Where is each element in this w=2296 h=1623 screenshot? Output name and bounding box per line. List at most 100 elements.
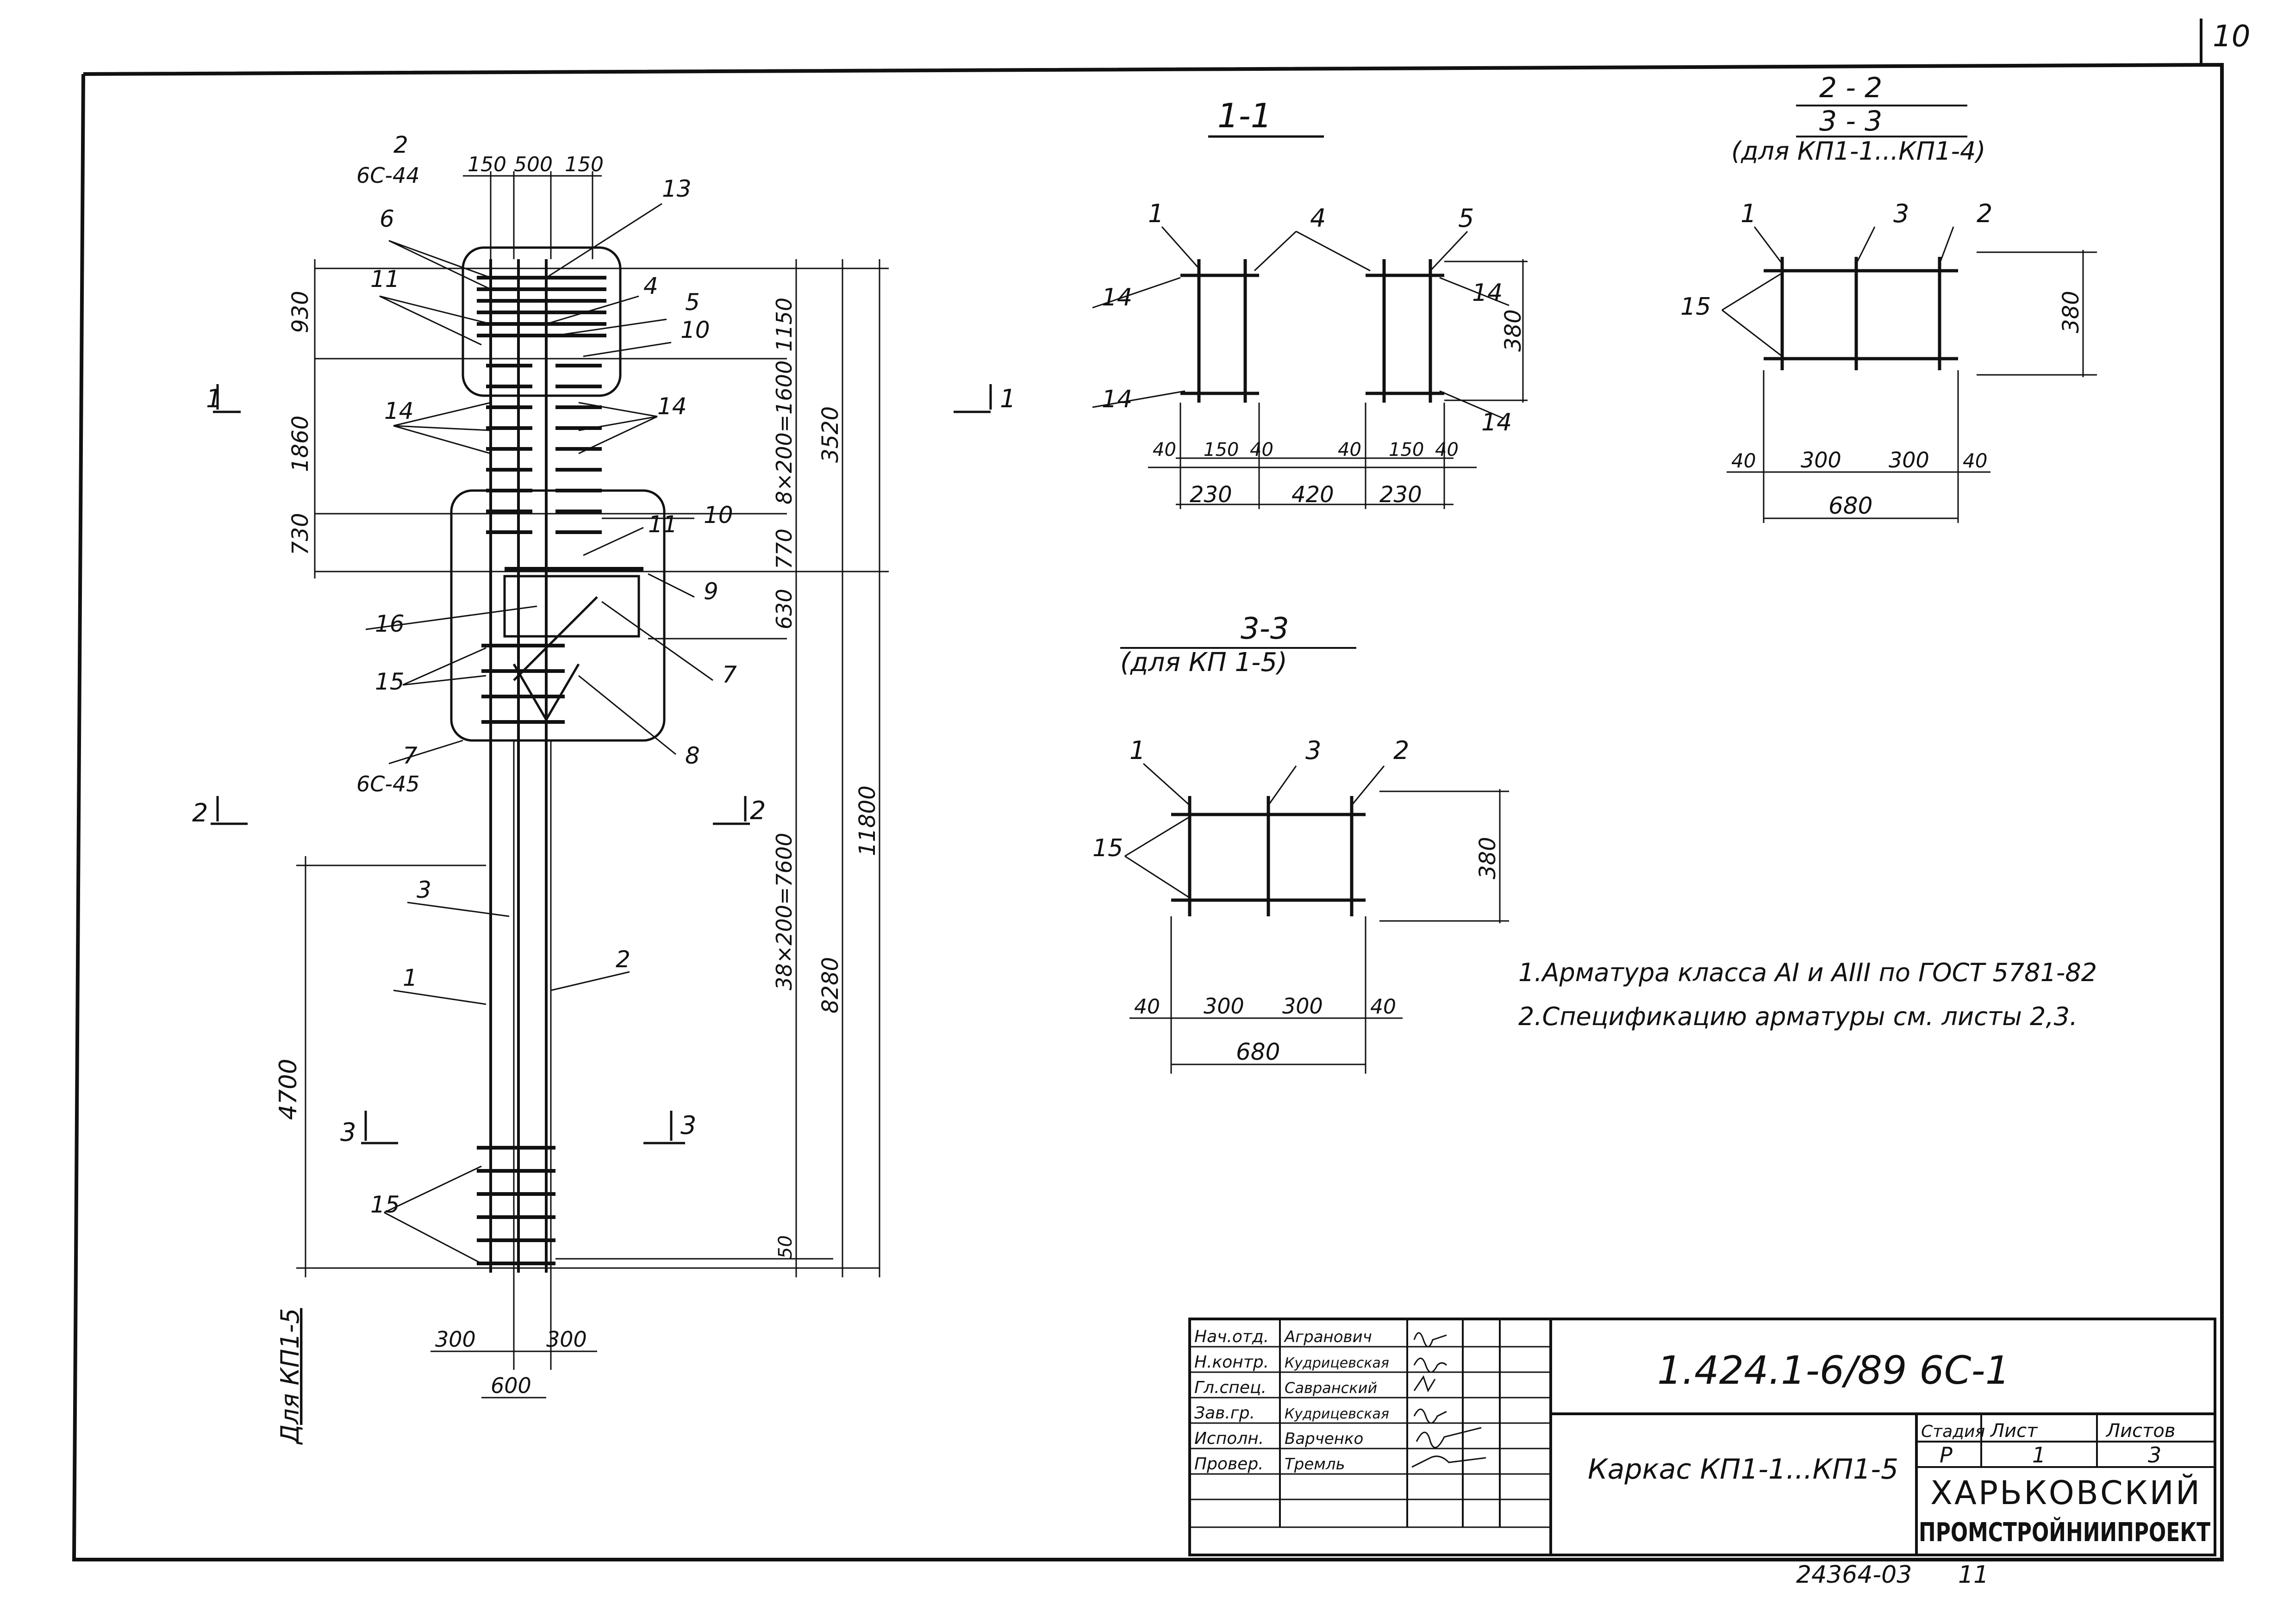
section-title: 2 - 2 <box>1819 72 1882 104</box>
cut-label: 1 <box>1000 384 1016 413</box>
pos-mark: 14 <box>384 398 414 424</box>
stirrups-bottom <box>477 1146 555 1265</box>
section-1-1-bars <box>1180 259 1444 403</box>
sheet-ref-6c44: 6С-44 <box>356 163 420 188</box>
right-dim: 3520 <box>817 406 843 463</box>
pos-mark: 1 <box>1129 736 1145 765</box>
sheet-number: 10 <box>2213 19 2250 54</box>
left-dim-4700: 4700 <box>275 1059 302 1120</box>
note-2: 2.Спецификацию арматуры см. листы 2,3. <box>1518 1002 2078 1031</box>
dim: 300 <box>1204 994 1244 1019</box>
role: Провер. <box>1194 1455 1264 1474</box>
cut-label: 2 <box>750 796 766 825</box>
stirrups-upper <box>486 364 602 534</box>
section-3-3-bars <box>1171 796 1366 916</box>
cut-label: 3 <box>680 1111 696 1140</box>
pos-mark: 2 <box>1393 736 1409 765</box>
title-block: Нач.отд. Н.контр. Гл.спец. Зав.гр. Испол… <box>1188 1318 2216 1556</box>
dim: 40 <box>1134 995 1160 1019</box>
mid-cage-outline <box>450 489 666 742</box>
elevation-view: 150 500 150 2 6С-44 930 1860 730 4700 11… <box>192 131 1016 1445</box>
stage-label: Стадия <box>1921 1422 1985 1441</box>
pos-mark: 2 <box>1977 199 1992 228</box>
bottom-dim: 600 <box>491 1373 531 1398</box>
dim: 230 <box>1379 482 1422 508</box>
pos-mark: 16 <box>375 610 405 637</box>
dim: 40 <box>1250 439 1273 460</box>
pos-mark: 4 <box>643 273 658 299</box>
right-dim: 1150 <box>772 298 797 352</box>
pos-mark: 15 <box>375 668 405 695</box>
section-3-3-dims <box>1124 763 1509 1074</box>
copy-number: 11 <box>1958 1561 1989 1589</box>
left-dim: 930 <box>287 291 313 333</box>
stirrups-mid <box>481 644 565 724</box>
dim: 300 <box>1889 448 1929 473</box>
pos-mark: 9 <box>704 578 718 605</box>
top-dim: 150 <box>565 153 604 176</box>
section-3-3: 3-3 (для КП 1-5) 1 3 2 15 380 40 300 300… <box>1092 612 1509 1074</box>
left-dim: 1860 <box>287 416 313 472</box>
right-dim: 630 <box>772 589 797 629</box>
dim: 680 <box>1236 1038 1280 1065</box>
top-dim: 500 <box>514 153 553 176</box>
dim: 40 <box>1153 439 1176 460</box>
dim: 420 <box>1292 482 1334 508</box>
name: Кудрицевская <box>1285 1406 1389 1422</box>
name: Савранский <box>1285 1379 1377 1397</box>
dim: 40 <box>1435 439 1459 460</box>
name: Агранович <box>1284 1328 1372 1346</box>
dim: 40 <box>1338 439 1361 460</box>
right-dim: 50 <box>775 1235 796 1259</box>
bottom-dim: 300 <box>435 1327 476 1352</box>
right-dim: 8280 <box>817 957 843 1014</box>
left-dim: 730 <box>287 513 313 555</box>
section-2-2: 2 - 2 3 - 3 (для КП1-1...КП1-4) 1 3 2 15… <box>1680 72 2097 523</box>
right-dim: 8×200=1600 <box>772 361 797 504</box>
section-title: 3-3 <box>1241 612 1289 646</box>
org-name-line2: ПРОМСТРОЙНИИПРОЕКТ <box>1919 1517 2210 1548</box>
dim: 300 <box>1801 448 1841 473</box>
sheet-ref-6c45: 6С-45 <box>356 771 420 796</box>
pos-mark: 1 <box>403 964 418 991</box>
document-code: 1.424.1-6/89 6С-1 <box>1657 1348 2010 1393</box>
pos-mark: 4 <box>1310 204 1326 233</box>
pos-7-label: 7 <box>403 742 418 769</box>
note-1: 1.Арматура класса АI и АIII по ГОСТ 5781… <box>1518 958 2097 987</box>
dim: 150 <box>1204 439 1239 460</box>
dim: 40 <box>1370 995 1396 1019</box>
name: Варченко <box>1285 1430 1363 1448</box>
name: Тремль <box>1285 1455 1345 1474</box>
pos-mark: 1 <box>1148 199 1164 228</box>
elevation-leaders <box>365 203 713 1264</box>
pos-mark: 1 <box>1741 199 1756 228</box>
pos-mark: 10 <box>704 502 733 529</box>
section-1-1: 1-1 1 4 5 14 14 14 14 <box>1092 96 1528 509</box>
side-note-kp1-5: Для КП1-5 <box>275 1308 305 1445</box>
dim: 230 <box>1190 482 1232 508</box>
bottom-dim: 300 <box>546 1327 587 1352</box>
role: Нач.отд. <box>1194 1327 1269 1346</box>
role: Зав.гр. <box>1194 1404 1255 1423</box>
sheet-value: 1 <box>2032 1443 2046 1468</box>
height-dim: 380 <box>1475 837 1501 879</box>
role: Гл.спец. <box>1194 1378 1267 1397</box>
sheets-value: 3 <box>2148 1443 2161 1468</box>
inventory-number: 24364-03 <box>1796 1561 1912 1589</box>
height-dim: 380 <box>2058 291 2084 333</box>
pos-mark: 10 <box>680 317 710 343</box>
pos-mark: 8 <box>685 742 700 769</box>
pos-mark: 15 <box>1092 834 1123 862</box>
right-dim: 38×200=7600 <box>772 833 797 991</box>
section-title: 1-1 <box>1217 96 1272 135</box>
sheet-label: Лист <box>1990 1420 2038 1442</box>
pos-mark: 14 <box>1472 279 1503 307</box>
dim: 680 <box>1828 492 1872 519</box>
dim: 150 <box>1389 439 1424 460</box>
pos-mark: 5 <box>685 289 700 316</box>
section-2-2-bars <box>1764 257 1958 370</box>
title-block-grid <box>1188 1318 2216 1556</box>
pos-mark: 11 <box>370 266 400 292</box>
pos-mark: 6 <box>380 205 394 232</box>
